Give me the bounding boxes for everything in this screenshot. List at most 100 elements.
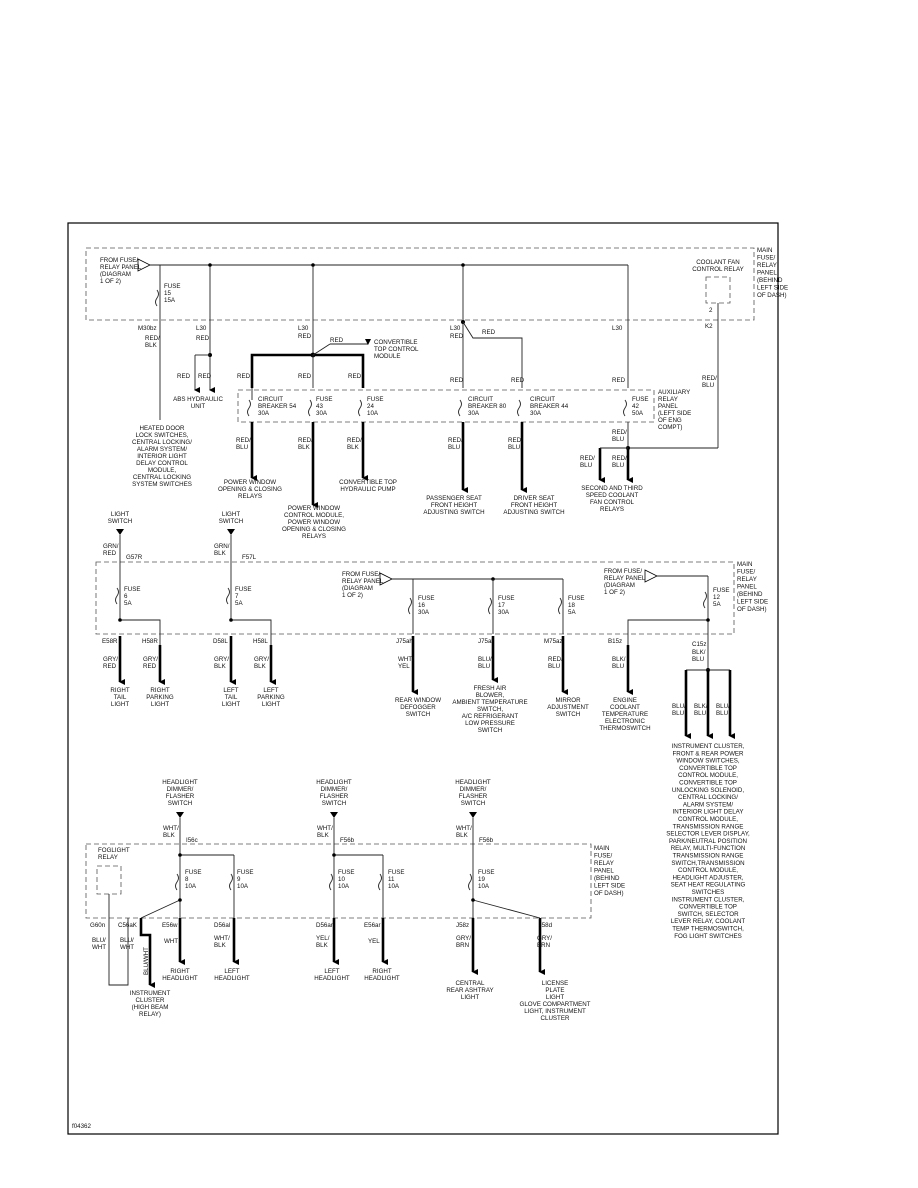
connector-i58d: I58d — [540, 922, 553, 929]
connector-d56al: D56al — [214, 922, 230, 929]
wire-blu-blu-c: BLU/BLU — [716, 703, 730, 717]
wire-red-blu-f42-text: RED/BLU — [612, 429, 627, 443]
connector-l30-c: L30 — [450, 325, 461, 332]
relay-pin-2: 2 — [709, 307, 713, 314]
wire-blk-blu-c15-text: BLK/BLU — [692, 649, 706, 663]
wire-red-abs: RED — [177, 373, 191, 380]
main-fuse-panel-box-top — [85, 247, 755, 321]
wire-yel-blk: YEL/BLK — [316, 935, 330, 949]
wire-blu-wht-2: BLU/WHT — [120, 937, 134, 951]
diagram-frame — [67, 222, 779, 1135]
wire-gry-brn-2: GRY/BRN — [537, 935, 552, 949]
wire-blu-wht-1-text: BLU/WHT — [92, 937, 106, 951]
connector-l30-b: L30 — [298, 325, 309, 332]
connector-h58l: H58L — [253, 638, 268, 645]
wire-red-cb80: RED — [450, 377, 464, 384]
wire-gry-blk-2: GRY/BLK — [254, 656, 269, 670]
wire-blu-blu-text: BLU/BLU — [478, 656, 492, 670]
wire-grn-red-text: GRN/RED — [103, 543, 119, 557]
wire-gry-red-1: GRY/RED — [103, 656, 118, 670]
connector-f56b-1: F56b — [340, 837, 355, 844]
connector-f56b-2: F56b — [479, 837, 494, 844]
wire-red-cb44: RED — [511, 377, 525, 384]
wire-gry-blk-2-text: GRY/BLK — [254, 656, 269, 670]
main-fuse-panel-box-mid — [95, 561, 735, 635]
wire-red-blu-f42: RED/BLU — [612, 429, 627, 443]
wire-wht-blk-2-text: WHT/BLK — [317, 825, 333, 839]
wire-gry-brn-2-text: GRY/BRN — [537, 935, 552, 949]
connector-d56ar: D56ar — [316, 922, 333, 929]
wire-red-blu-k2: RED/BLU — [702, 375, 717, 389]
wire-red-blu-fan2: RED/BLU — [612, 455, 627, 469]
wire-wht-blk-3-text: WHT/BLK — [456, 825, 472, 839]
wire-blu-wht-1: BLU/WHT — [92, 937, 106, 951]
wire-wht-blk-4-text: WHT/BLK — [214, 935, 230, 949]
wire-gry-brn-1-text: GRY/BRN — [456, 935, 471, 949]
wire-blu-blu: BLU/BLU — [478, 656, 492, 670]
wire-red-blu-cb54: RED/BLU — [236, 437, 251, 451]
wire-wht-blk-3: WHT/BLK — [456, 825, 472, 839]
wire-red-blk-f43: RED/BLK — [298, 437, 313, 451]
wire-red-f24: RED — [348, 373, 362, 380]
wire-red-blk-1-text: RED/BLK — [145, 335, 160, 349]
connector-m30bz: M30bz — [138, 325, 157, 332]
wire-red-blu-cb80: RED/BLU — [448, 437, 463, 451]
wire-red-abs2: RED — [198, 373, 212, 380]
wire-gry-blk-1-text: GRY/BLK — [214, 656, 229, 670]
wire-red-blu-k2-text: RED/BLU — [702, 375, 717, 389]
wire-blk-blu-b-text: BLK/BLU — [694, 703, 708, 717]
wire-red-blu-cb80-text: RED/BLU — [448, 437, 463, 451]
wire-red-a: RED — [196, 335, 210, 342]
foglight-relay — [96, 865, 122, 895]
connector-k2: K2 — [705, 323, 713, 330]
wire-blu-blu-c-text: BLU/BLU — [716, 703, 730, 717]
wire-wht-blk-4: WHT/BLK — [214, 935, 230, 949]
